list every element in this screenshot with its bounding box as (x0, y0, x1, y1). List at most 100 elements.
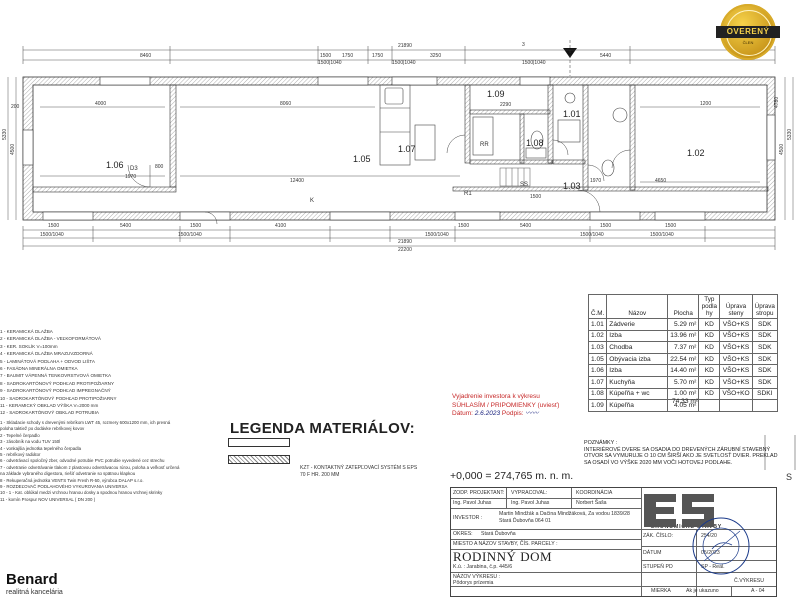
cell-area: 5.29 m² (667, 318, 700, 331)
brand-name: Benard (6, 571, 58, 588)
stair (499, 167, 531, 187)
side-dim-left-3: 200 (11, 104, 20, 110)
note-item: poloha taktiež po dodávke rebríkovej kov… (0, 426, 85, 432)
cell-ceiling: SDKI (751, 387, 778, 401)
tb-vypracoval-label: VYPRACOVAL: (511, 490, 548, 496)
cell-area: 7.37 m² (667, 341, 700, 354)
win-dim-1: 1500/1040 (40, 232, 64, 238)
legend-item: 9 - SADROKARTÓNOVÝ PODHĽAD IMPREGNAČNÝ (0, 388, 111, 394)
north-label: S (786, 472, 792, 482)
cell-floor: KD (698, 329, 721, 343)
equipment-notes: 1 - Skladacie schody s drevenými rebríko… (0, 420, 230, 503)
tb-stupen-label: STUPEŇ PD (643, 564, 673, 570)
investor-approval: Vyjadrenie investora k výkresu SÚHLASÍM … (452, 393, 559, 419)
legend-item: 3 - KER. SOKLÍK V=100mm (0, 343, 58, 349)
dim-top-4: 1750 (372, 53, 383, 59)
cell-num: 1.09 (587, 399, 608, 412)
note-item: 2 - Tepelné čerpadlo (0, 432, 40, 438)
room-total-area: 74.33 m² (672, 398, 699, 405)
cell-wall: VŠO+KO (719, 387, 753, 401)
tb-okres-label: OKRES: (453, 531, 473, 537)
notes-title: POZNÁMKY : (584, 440, 618, 446)
cell-area: 13.96 m² (667, 329, 700, 343)
approval-line1: Vyjadrenie investora k výkresu (452, 393, 540, 400)
col-header-name: Názov (606, 294, 669, 319)
signature: 〰〰 (525, 410, 539, 417)
side-dim-left-1: 5330 (2, 129, 8, 140)
legend-item: 2 - KERAMICKÁ DLAŽBA - VEĽKOFORMÁTOVÁ (0, 336, 102, 342)
tb-designer2: Ing. Pavol Juhas (511, 500, 550, 506)
tb-designer: Ing. Pavol Juhas (453, 500, 492, 506)
cell-name: Chodba (606, 341, 669, 354)
legend-kzt-text: KZT - KONTAKTNÝ ZATEPĽOVACÍ SYSTÉM S EPS… (300, 465, 418, 478)
dim-top-2: 1500 (320, 53, 331, 59)
dim-bottom-7: 5400 (520, 223, 531, 229)
inner-dim-9: 1970 (590, 178, 601, 184)
cell-name: Kuchyňa (606, 375, 669, 389)
entry-marker (563, 40, 577, 76)
tb-mierka: Ak je ukazuno (686, 588, 719, 594)
note-item: 10 - 1 - Kat. oblúkal medzi vrchnou hran… (0, 490, 163, 496)
legend-item: 4 - KERAMICKÁ DLAŽBA MRAZUVZDORNÁ (0, 351, 93, 357)
cell-name: Izba (606, 364, 669, 377)
dim-bottom-1: 1500 (48, 223, 59, 229)
note-item: 4 - vonkajšia jednotka tepelného čerpadl… (0, 445, 82, 451)
dim-mid-1: 1500|1040 (318, 60, 342, 66)
overall-dim-bottom-2: 22200 (398, 247, 412, 253)
cell-wall: VŠO+KS (719, 352, 753, 366)
cell-wall: VŠO+KS (719, 341, 753, 354)
bottom-dims: 1500 5400 1500 4100 1500 1500 5400 1500 … (40, 223, 676, 253)
stair-label: 3 (522, 42, 525, 48)
company-logo (644, 494, 714, 527)
marker-k: K (310, 198, 314, 204)
marker-rr: RR (480, 142, 489, 148)
dim-bottom-4: 4100 (275, 223, 286, 229)
col-header-wall: Úprava steny (719, 294, 753, 319)
cell-floor: KD (698, 375, 721, 389)
tb-stupen: SP - Real. (701, 564, 725, 570)
dim-bottom-6: 1500 (600, 223, 611, 229)
inner-dim-3: 12400 (290, 178, 304, 184)
marker-ss: SS (520, 182, 528, 188)
dim-bottom-8: 1500 (665, 223, 676, 229)
dim-top-5: 3250 (430, 53, 441, 59)
tb-cislo-label: Č.VÝKRESU (734, 578, 764, 584)
dim-top-1: 8460 (140, 53, 151, 59)
room-labels: 1.06 1.05 1.07 1.09 1.01 1.08 1.03 1.02 (106, 89, 705, 191)
tb-zak-cislo: 254/20 (701, 533, 717, 539)
tb-parcela: K.ú. : Jarabina, č.p. 445/6 (453, 564, 513, 570)
tb-cislo: A - 04 (751, 588, 765, 594)
inner-dim-10: 1200 (700, 101, 711, 107)
dimension-ticks (22, 46, 776, 250)
cell-num: 1.06 (587, 364, 608, 377)
cell-wall: VŠO+KS (719, 318, 753, 331)
dim-mid-2: 1500|1040 (392, 60, 416, 66)
legend-item: 10 - SADROKARTÓNOVÝ PODHĽAD PROTIPOŽIARN… (0, 395, 117, 401)
cell-num: 1.07 (587, 375, 608, 389)
dim-bottom-3: 1500 (190, 223, 201, 229)
dim-bottom-5: 1500 (458, 223, 469, 229)
cell-wall: VŠO+KS (719, 375, 753, 389)
top-windows (99, 76, 551, 86)
cell-wall: VŠO+KS (719, 329, 753, 343)
note-item: 8 - Rekuperačná jednotka VENTS Twin Fres… (0, 477, 144, 483)
inner-dim-7: 1500 (530, 194, 541, 200)
cell-name: Kúpeľňa + wc (606, 387, 669, 401)
legend-swatch-plain (228, 438, 290, 447)
cell-num: 1.05 (587, 352, 608, 366)
col-header-num: Č.M. (587, 294, 608, 319)
room-label-106: 1.06 (106, 160, 124, 170)
note-item: 5 - rebríkový radiátor (0, 452, 41, 458)
tb-koordinacia-label: KOORDINÁCIA (576, 490, 613, 496)
cell-floor: KD (698, 352, 721, 366)
cell-area: 5.70 m² (667, 375, 700, 389)
win-dim-4: 1500/1040 (580, 232, 604, 238)
